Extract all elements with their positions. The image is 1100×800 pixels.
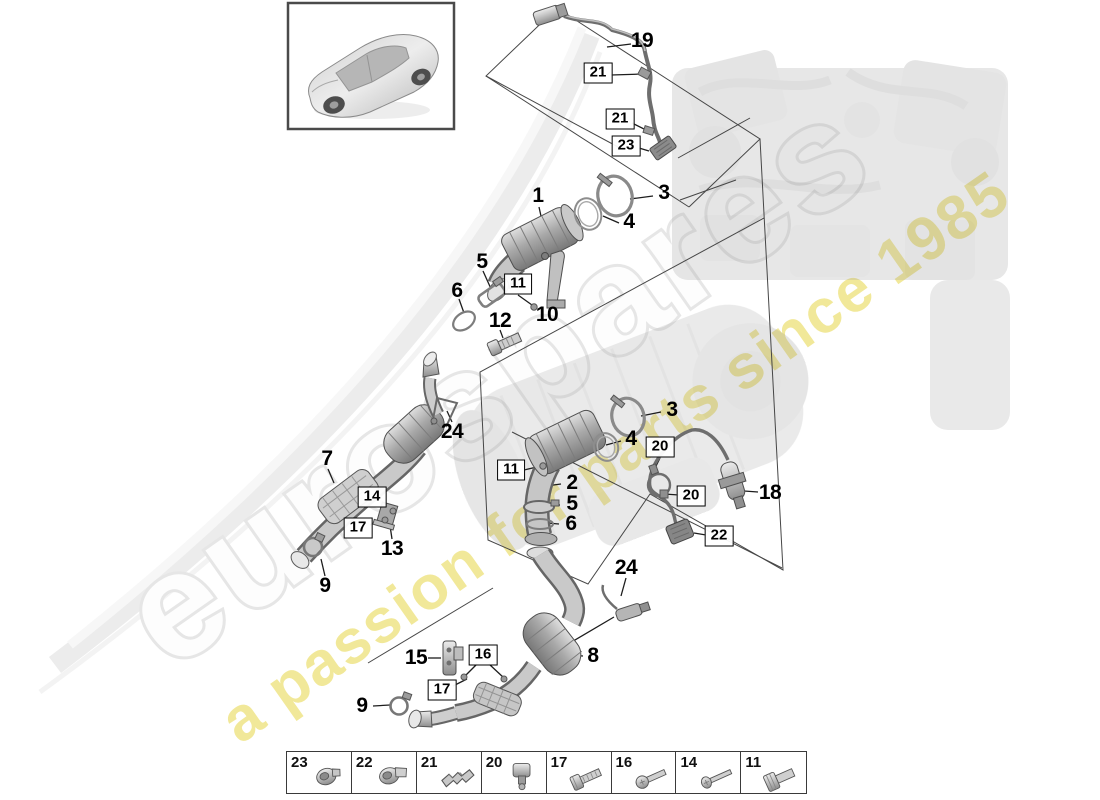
hex-bolt-icon [564,760,610,792]
stud-clip-icon [499,760,545,792]
legend-cell-20: 20 [480,751,548,794]
legend-number: 17 [550,754,568,771]
legend-number: 21 [420,754,438,771]
legend-number: 16 [615,754,633,771]
legend-cell-17: 17 [545,751,613,794]
spring-clip-icon [434,760,480,792]
oxygen-sensor-18 [646,428,747,545]
vehicle-thumbnail [286,1,456,131]
legend-cell-21: 21 [415,751,483,794]
legend-number: 23 [291,754,308,771]
background-swoosh [38,26,603,695]
zone-lines [367,7,784,664]
legend-cell-23: 23 [286,751,353,794]
legend-number: 11 [745,754,762,771]
legend-number: 20 [485,754,503,771]
legend-cell-22: 22 [350,751,418,794]
legend-number: 14 [680,754,698,771]
legend-cell-16: 16 [610,751,678,794]
legend-cell-11: 11 [740,751,807,794]
grommet-clip-icon [305,760,351,792]
flange-bolt-icon [759,760,805,792]
dome-screw-icon [629,760,675,792]
cable-clip-icon [369,760,415,792]
fastener-legend: 23 22 21 20 17 16 14 11 [286,751,807,794]
down-pipe-8 [389,546,586,729]
lower-catalyst-2 [523,394,646,546]
legend-cell-14: 14 [675,751,742,794]
legend-number: 22 [355,754,373,771]
sensor-24 [601,584,651,622]
pan-screw-icon [694,760,740,792]
oxygen-sensor-19 [532,2,677,161]
